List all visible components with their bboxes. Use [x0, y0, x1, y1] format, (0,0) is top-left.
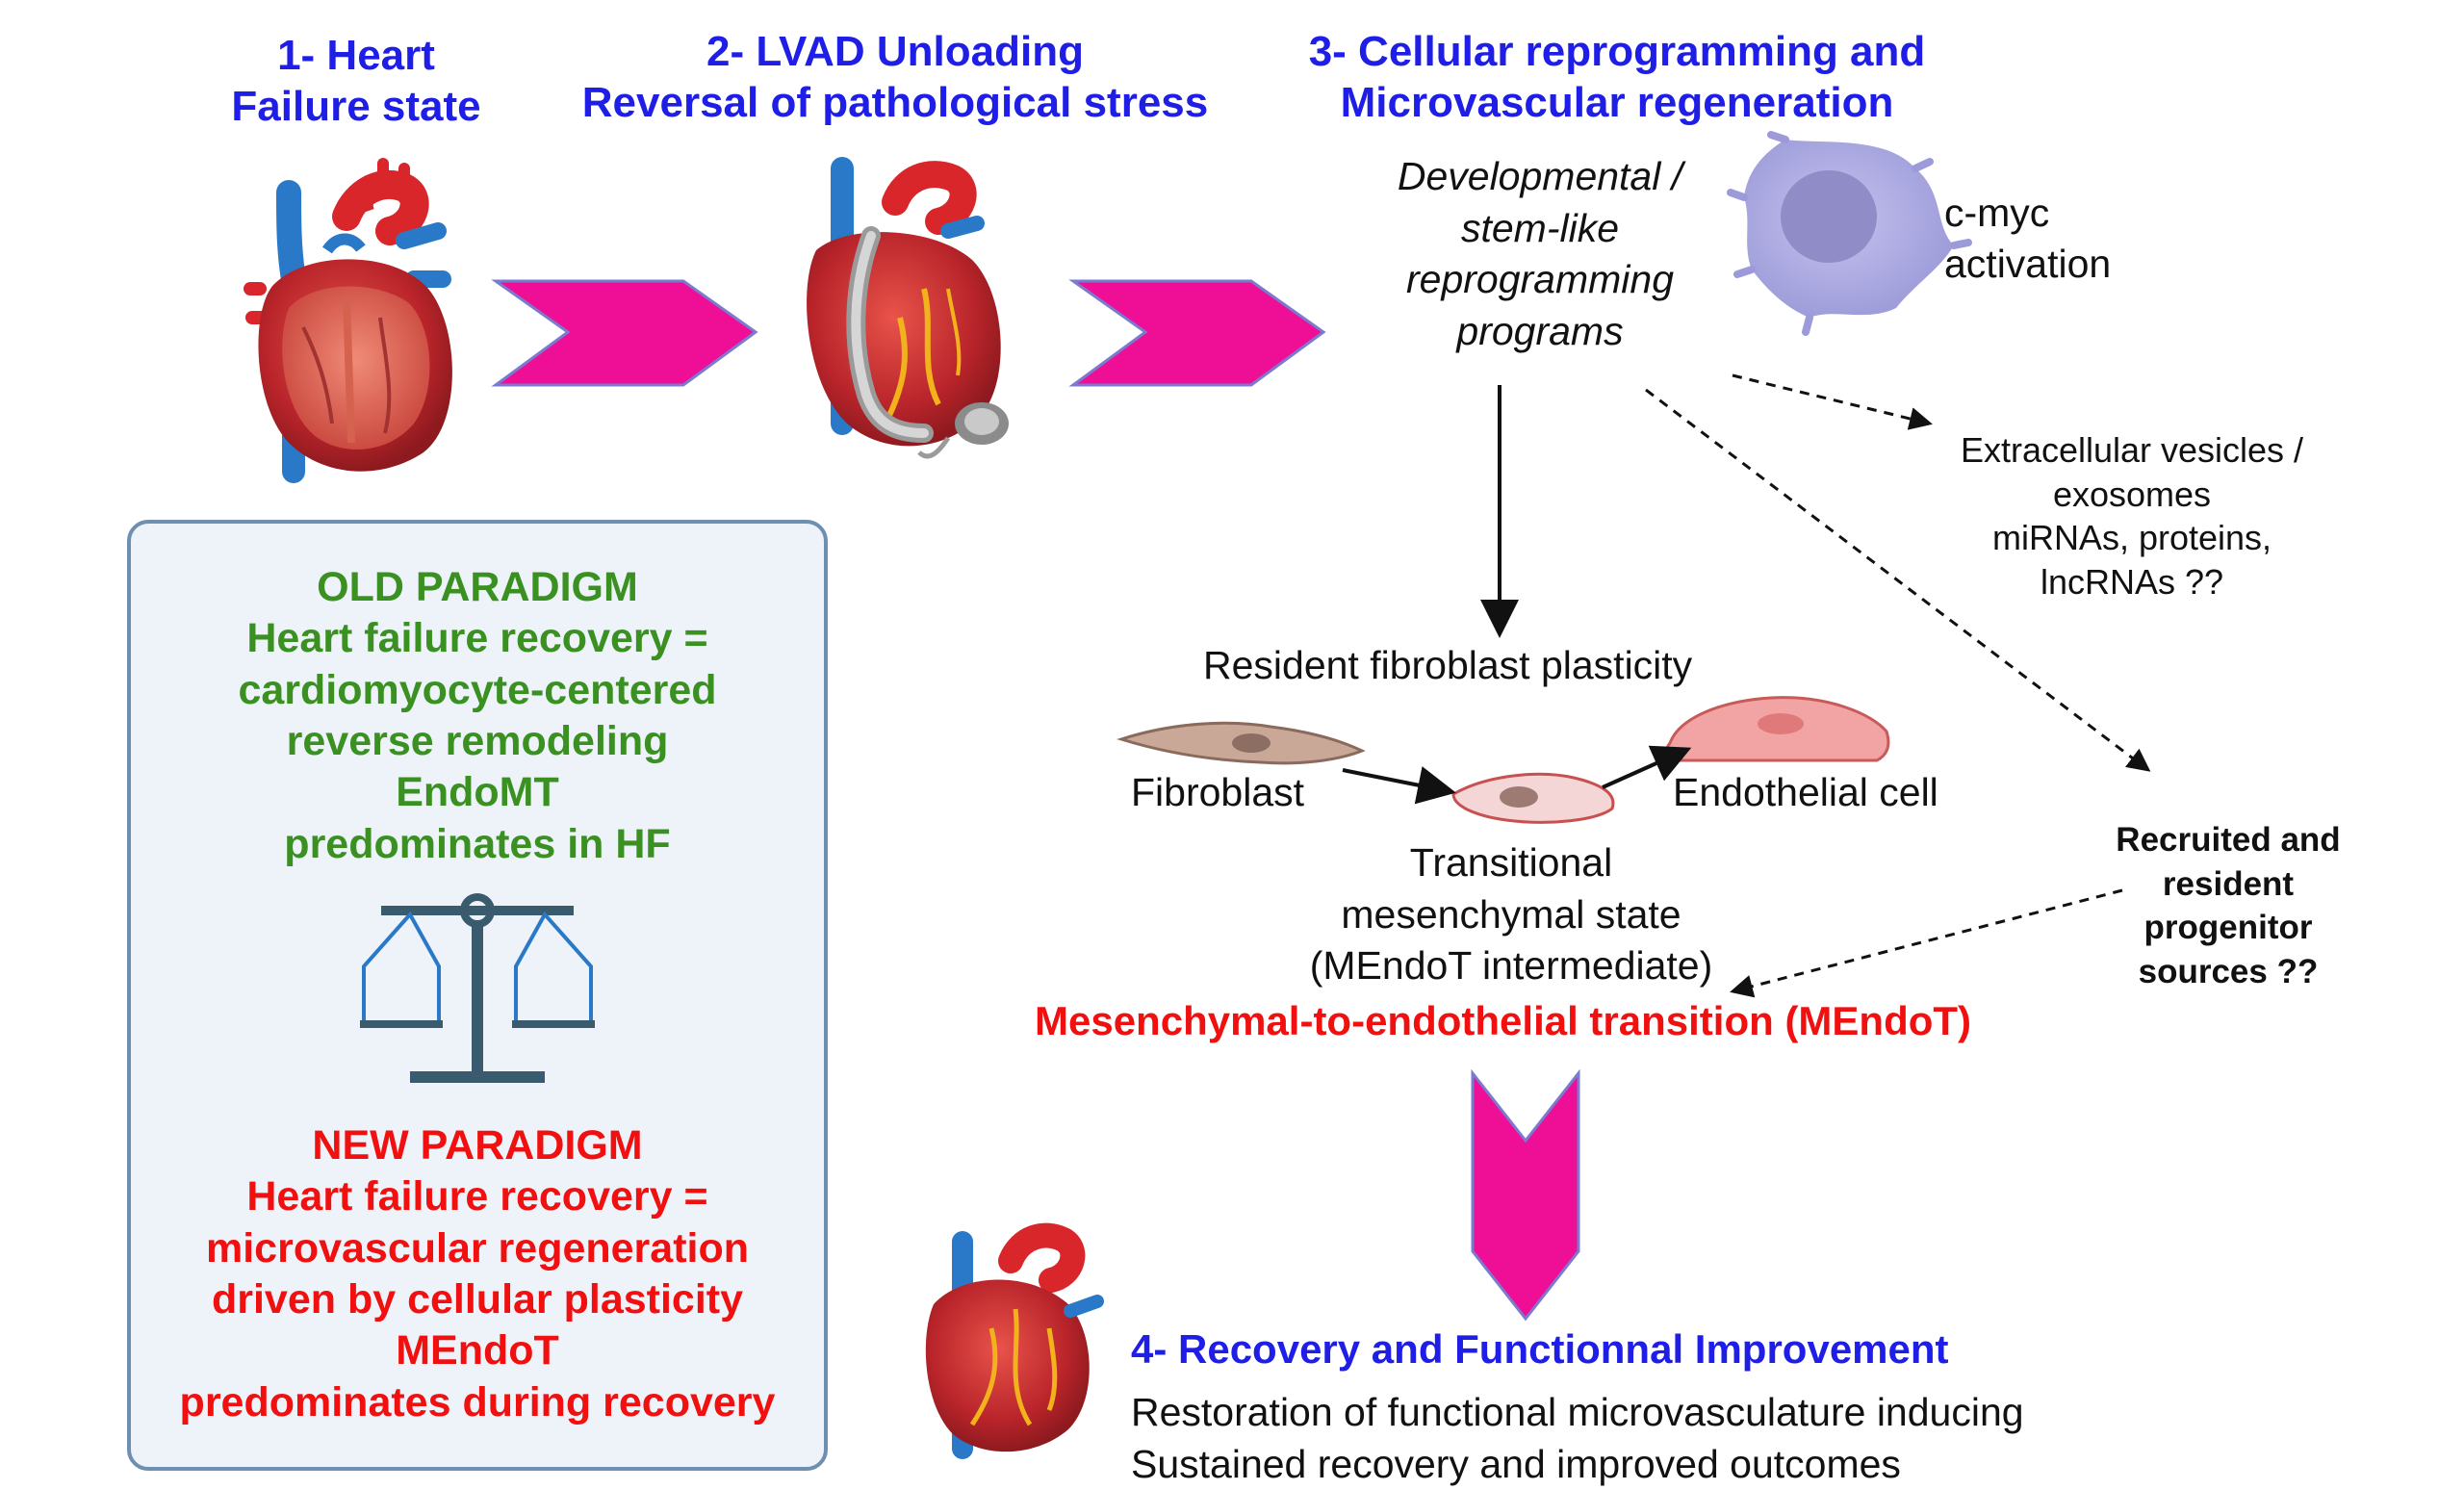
to-progenitor-arrow	[1645, 388, 2151, 772]
new-paradigm-line2: microvascular regeneration	[205, 1224, 750, 1272]
new-paradigm-line5: predominates during recovery	[179, 1378, 776, 1426]
new-paradigm-line3: driven by cellular plasticity	[211, 1275, 744, 1323]
recovery-description: Restoration of functional microvasculatu…	[1131, 1386, 2024, 1490]
new-paradigm-line1: Heart failure recovery =	[246, 1173, 708, 1220]
chevron-arrow-1	[491, 279, 758, 387]
reprogramming-line1: Developmental /	[1397, 154, 1683, 198]
step3-title: 3- Cellular reprogramming and Microvascu…	[1280, 27, 1954, 129]
step1-title: 1- Heart Failure state	[202, 31, 510, 133]
fibroblast-cell-icon	[1116, 721, 1366, 765]
old-paradigm-line1: Heart failure recovery =	[246, 615, 708, 662]
to-vesicles-arrow	[1732, 373, 1933, 430]
fibroblast-plasticity-title: Resident fibroblast plasticity	[1203, 643, 1693, 687]
transitional-to-endothelial-arrow	[1602, 745, 1692, 789]
old-paradigm-line5: predominates in HF	[284, 820, 671, 867]
new-paradigm: NEW PARADIGM Heart failure recovery = mi…	[131, 1120, 824, 1428]
failing-heart-icon	[244, 158, 452, 483]
reprogramming-line2: stem-like	[1460, 205, 1620, 250]
progenitor-line1: Recruited and	[2116, 821, 2341, 859]
endothelial-cell-icon	[1665, 696, 1890, 762]
step1-title-line1: 1- Heart	[277, 32, 435, 79]
step2-title-line1: 2- LVAD Unloading	[706, 28, 1084, 75]
progenitor-line4: sources ??	[2138, 952, 2319, 990]
progenitor-sources-label: Recruited and resident progenitor source…	[2084, 818, 2373, 993]
step4-title: 4- Recovery and Functionnal Improvement	[1131, 1326, 1949, 1372]
step3-title-line2: Microvascular regeneration	[1340, 78, 1894, 126]
cmyc-activation-label: c-myc activation	[1944, 188, 2111, 291]
recovered-heart-icon	[925, 1222, 1104, 1459]
new-paradigm-heading: NEW PARADIGM	[312, 1122, 643, 1169]
lvad-heart-icon	[807, 157, 1009, 459]
reprogramming-line4: programs	[1456, 309, 1624, 354]
step2-title-line2: Reversal of pathological stress	[581, 78, 1209, 126]
recovery-line1: Restoration of functional microvasculatu…	[1131, 1390, 2024, 1434]
old-paradigm: OLD PARADIGM Heart failure recovery = ca…	[131, 562, 824, 870]
transitional-cell-icon	[1451, 772, 1615, 824]
vesicles-line2: exosomes	[2052, 474, 2212, 514]
cmyc-line1: c-myc	[1944, 191, 2050, 235]
old-paradigm-line3: reverse remodeling	[286, 717, 669, 764]
progenitor-line2: resident	[2162, 864, 2295, 903]
reprogramming-line3: reprogramming	[1406, 257, 1674, 302]
old-paradigm-heading: OLD PARADIGM	[317, 564, 638, 610]
progenitor-line3: progenitor	[2143, 909, 2313, 946]
reprogramming-programs: Developmental / stem-like reprogramming …	[1348, 151, 1732, 358]
vesicles-line1: Extracellular vesicles /	[1960, 430, 2304, 470]
transitional-line3: (MEndoT intermediate)	[1309, 943, 1713, 989]
fibroblast-label: Fibroblast	[1131, 770, 1305, 814]
fibroblast-to-transitional-arrow	[1342, 766, 1456, 805]
stem-cell-icon	[1727, 131, 1972, 336]
vesicles-line4: lncRNAs ??	[2040, 562, 2224, 603]
extracellular-vesicles-label: Extracellular vesicles / exosomes miRNAs…	[1920, 428, 2344, 604]
recovery-line2: Sustained recovery and improved outcomes	[1131, 1442, 1901, 1487]
balance-scale-icon	[360, 893, 595, 1083]
paradigm-box: OLD PARADIGM Heart failure recovery = ca…	[127, 520, 828, 1471]
progenitor-to-intermediate-arrow	[1730, 888, 2123, 998]
old-paradigm-line4: EndoMT	[396, 769, 559, 816]
old-paradigm-line2: cardiomyocyte-centered	[238, 666, 717, 713]
cmyc-line2: activation	[1944, 242, 2112, 287]
endothelial-cell-label: Endothelial cell	[1673, 770, 1938, 814]
chevron-arrow-down	[1471, 1068, 1580, 1322]
vesicles-line3: miRNAs, proteins,	[1991, 518, 2272, 558]
chevron-arrow-2	[1068, 279, 1326, 387]
step2-title: 2- LVAD Unloading Reversal of pathologic…	[578, 27, 1213, 129]
transitional-line1: Transitional	[1409, 840, 1613, 885]
transitional-line2: mesenchymal state	[1341, 891, 1681, 937]
new-paradigm-line4: MEndoT	[396, 1327, 559, 1374]
transitional-state-label: Transitional mesenchymal state (MEndoT i…	[1232, 837, 1790, 992]
step3-title-line1: 3- Cellular reprogramming and	[1308, 28, 1926, 75]
step1-title-line2: Failure state	[231, 82, 481, 130]
mendot-title: Mesenchymal-to-endothelial transition (M…	[1035, 998, 1972, 1043]
